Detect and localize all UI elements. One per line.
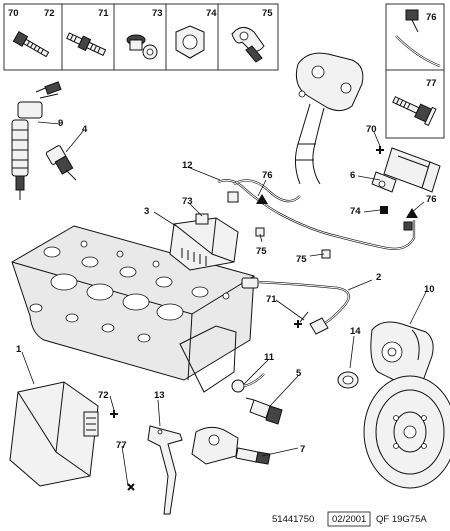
callout-11: 11 (264, 352, 275, 363)
legend-box-75: 75 (217, 3, 279, 71)
callout-3: 3 (144, 206, 149, 217)
bracket-13 (147, 425, 183, 515)
legend-label-74: 74 (206, 8, 217, 19)
cable-clip-icon (231, 27, 265, 63)
legend-box-76: 76 (385, 3, 445, 71)
footer-date-box (327, 511, 371, 527)
stud-bolt-icon (66, 32, 107, 56)
legend-box-74: 74 (165, 3, 219, 71)
legend-label-70: 70 (8, 8, 19, 19)
hose-clamp-icon (395, 9, 441, 68)
sensor-5 (245, 397, 283, 425)
wiring-harness-12 (217, 179, 416, 250)
actuator-10 (370, 321, 434, 385)
footer-code: QF 19G75A (376, 514, 427, 525)
control-unit-3 (169, 217, 239, 271)
flywheel (363, 375, 450, 489)
footer: 51441750 02/2001 QF 19G75A (272, 511, 427, 527)
callout-9: 9 (58, 118, 63, 129)
footer-date: 02/2001 (332, 514, 366, 525)
callout-5: 5 (296, 368, 302, 379)
legend-box-71: 71 (61, 3, 115, 71)
callout-7: 7 (300, 444, 305, 455)
callout-13: 13 (154, 390, 165, 401)
injector-9 (11, 81, 62, 200)
callout-73: 73 (182, 196, 193, 207)
sensor-11 (231, 373, 265, 393)
footer-ref: 51441750 (272, 514, 314, 525)
sensor-7 (191, 426, 271, 465)
legend-label-77: 77 (426, 78, 437, 89)
callout-12: 12 (182, 160, 193, 171)
callout-71: 71 (266, 294, 277, 305)
connector-73 (195, 213, 209, 225)
callout-70: 70 (366, 124, 377, 135)
callout-10: 10 (424, 284, 435, 295)
callout-2: 2 (376, 272, 381, 283)
callout-75-a: 75 (256, 246, 267, 257)
sensor-2-cable (241, 277, 350, 335)
legend-label-71: 71 (98, 8, 109, 19)
connector-75a (255, 227, 265, 237)
flange-bolt-icon (392, 96, 437, 127)
engine-cylinder-holes (29, 240, 230, 343)
legend-box-77: 77 (385, 69, 445, 139)
callout-1: 1 (16, 344, 22, 355)
pressure-sensor-6 (371, 147, 441, 193)
legend-label-76: 76 (426, 12, 437, 23)
callout-14: 14 (350, 326, 361, 337)
callout-72: 72 (98, 390, 109, 401)
ecu-1 (9, 381, 99, 487)
screw-icon (12, 30, 50, 58)
callout-4: 4 (82, 124, 88, 135)
legend-box-70-72: 70 72 (3, 3, 63, 71)
callout-77: 77 (116, 440, 127, 451)
clip-fastener-icon (126, 34, 158, 60)
hex-nut-icon (175, 25, 205, 59)
callout-labels: 9 4 12 76 70 6 74 76 3 73 75 75 2 71 10 … (16, 118, 437, 455)
seal-14 (337, 371, 359, 389)
legend-box-73: 73 (113, 3, 167, 71)
position-markers (110, 146, 418, 491)
callout-76-a: 76 (262, 170, 273, 181)
callout-75-b: 75 (296, 254, 307, 265)
leader-lines (21, 121, 427, 487)
callout-76-b: 76 (426, 194, 437, 205)
callout-74: 74 (350, 206, 361, 217)
legend-label-73: 73 (152, 8, 163, 19)
legend-label-75: 75 (262, 8, 273, 19)
callout-6: 6 (350, 170, 355, 181)
legend-label-72: 72 (44, 8, 55, 19)
egr-valve-assembly (294, 52, 364, 185)
sensor-4 (45, 145, 77, 181)
